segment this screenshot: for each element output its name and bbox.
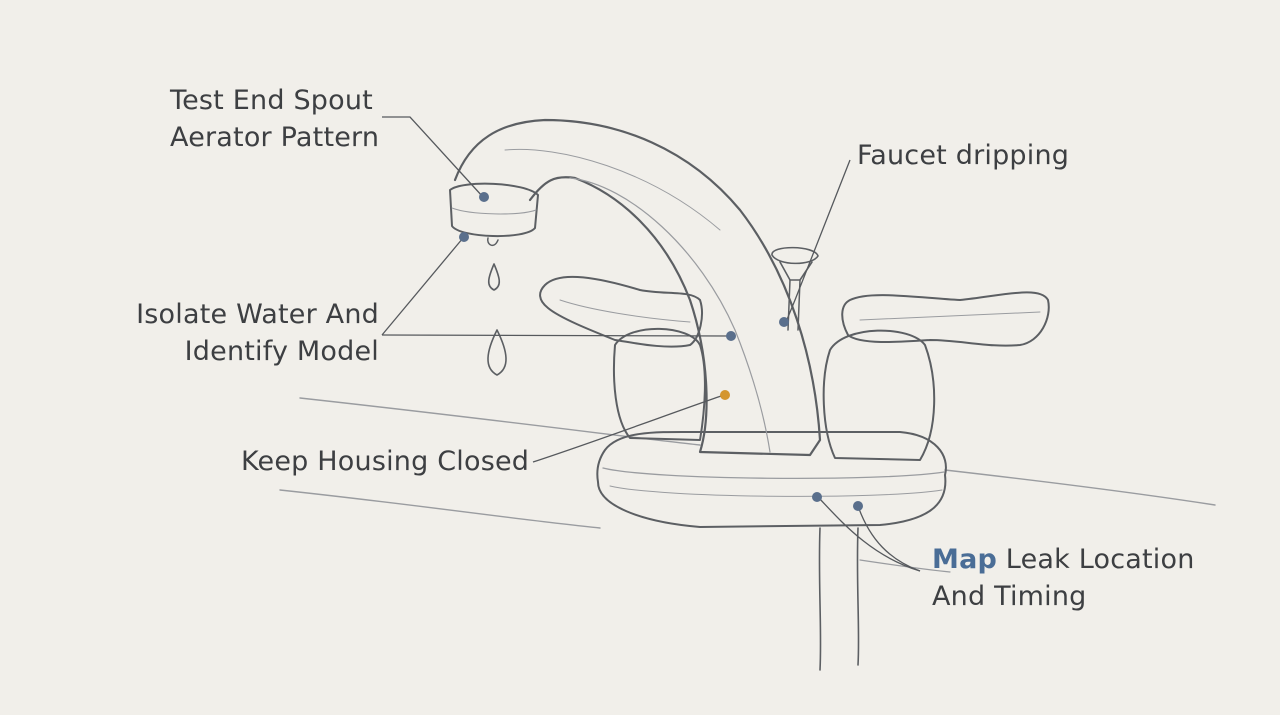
label-leak-highlight: Map [932, 544, 998, 575]
label-dripping-line1: Faucet dripping [857, 140, 1070, 171]
label-leak-line1: Map Leak Location [932, 541, 1195, 578]
countertop-lines [279, 397, 1216, 573]
label-isolate: Isolate Water And Identify Model [136, 296, 379, 370]
callout-dots [459, 192, 863, 511]
left-handle [539, 275, 706, 441]
right-handle [822, 291, 1050, 461]
faucet-base [596, 430, 947, 528]
label-leak-rest: Leak Location [997, 544, 1195, 575]
label-leak: Map Leak Location And Timing [932, 541, 1195, 615]
dot-drip [459, 232, 469, 242]
label-isolate-line2: Identify Model [184, 336, 379, 367]
label-aerator: Test End Spout Aerator Pattern [170, 82, 379, 156]
dot-leak-1 [812, 492, 822, 502]
dot-aerator [479, 192, 489, 202]
label-housing: Keep Housing Closed [241, 443, 529, 480]
dot-dripping [779, 317, 789, 327]
label-aerator-line1: Test End Spout [170, 85, 373, 116]
label-isolate-line1: Isolate Water And [136, 299, 379, 330]
dot-housing [720, 390, 730, 400]
dot-leak-2 [853, 501, 863, 511]
water-drops [487, 263, 507, 376]
label-aerator-line2: Aerator Pattern [170, 122, 380, 153]
drain-pipe [818, 527, 860, 671]
label-housing-line1: Keep Housing Closed [241, 446, 530, 477]
leader-lines [381, 116, 921, 572]
label-leak-line2: And Timing [932, 581, 1087, 612]
dot-isolate [726, 331, 736, 341]
label-dripping: Faucet dripping [857, 137, 1069, 174]
